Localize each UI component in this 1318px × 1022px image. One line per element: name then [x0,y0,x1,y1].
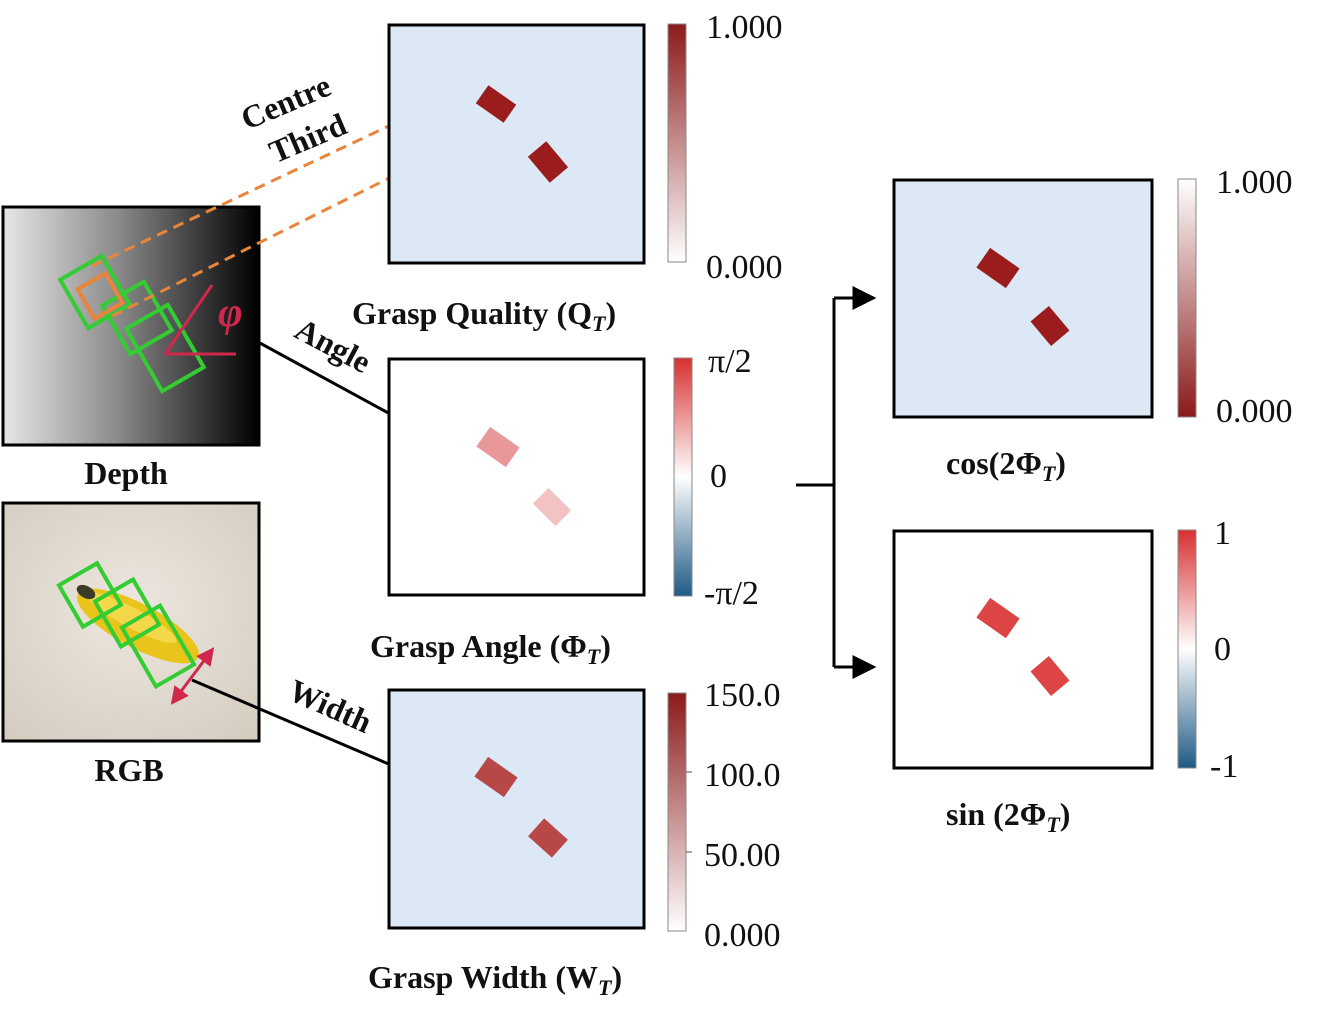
rgb-label: RGB [94,752,163,788]
sin-tick-min: -1 [1210,748,1238,785]
width-marker [170,647,215,705]
quality-blob-1 [475,85,517,123]
quality-tick-max: 1.000 [706,9,783,46]
quality-title: Grasp Quality (QT) [352,295,616,336]
depth-label: Depth [84,455,168,491]
sin-title: sin (2ΦT) [946,796,1070,837]
width-tick-50: 50.00 [704,837,781,874]
cos-tick-min: 0.000 [1216,393,1293,430]
sin-panel [892,529,1154,770]
cos-panel [892,178,1154,419]
angle-panel [387,357,646,597]
cos-blob-1 [976,247,1020,289]
centre-third-box [74,270,126,322]
sin-blob-1 [976,597,1020,639]
cos-blob-2 [1030,306,1070,346]
cos-tick-max: 1.000 [1216,164,1293,201]
width-tick-100: 100.0 [704,757,781,794]
sin-tick-mid: 0 [1214,631,1231,668]
width-tick-150: 150.0 [704,677,781,714]
width-label: Width [284,672,378,740]
sin-tick-max: 1 [1214,515,1231,552]
width-blob-2 [528,818,568,858]
phi-symbol: φ [218,290,243,336]
banana-object [76,584,199,664]
rgb-image [1,501,261,743]
depth-image: φ [1,205,261,447]
grasp-rectangles-depth [57,253,207,394]
split-connector [796,286,877,679]
phi-angle-marker [163,284,236,356]
width-blob-1 [474,756,518,798]
quality-blob-2 [527,141,569,183]
angle-colorbar: π/2 0 -π/2 [673,343,759,612]
quality-panel [387,23,646,265]
quality-colorbar: 1.000 0.000 [667,9,783,286]
cos-title: cos(2ΦT) [946,445,1066,486]
angle-blob-2 [532,487,572,527]
width-tick-0: 0.000 [704,917,781,954]
quality-tick-min: 0.000 [706,249,783,286]
angle-blob-1 [476,426,520,468]
sin-blob-2 [1030,656,1070,696]
sin-colorbar: 1 0 -1 [1177,515,1238,785]
width-panel [387,688,646,930]
angle-tick-min: -π/2 [704,575,759,612]
angle-tick-max: π/2 [708,343,752,380]
angle-tick-mid: 0 [710,458,727,495]
angle-title: Grasp Angle (ΦT) [370,628,611,669]
cos-colorbar: 1.000 0.000 [1177,164,1293,430]
width-colorbar: 150.0 100.0 50.00 0.000 [667,677,781,954]
width-title: Grasp Width (WT) [368,959,622,1000]
